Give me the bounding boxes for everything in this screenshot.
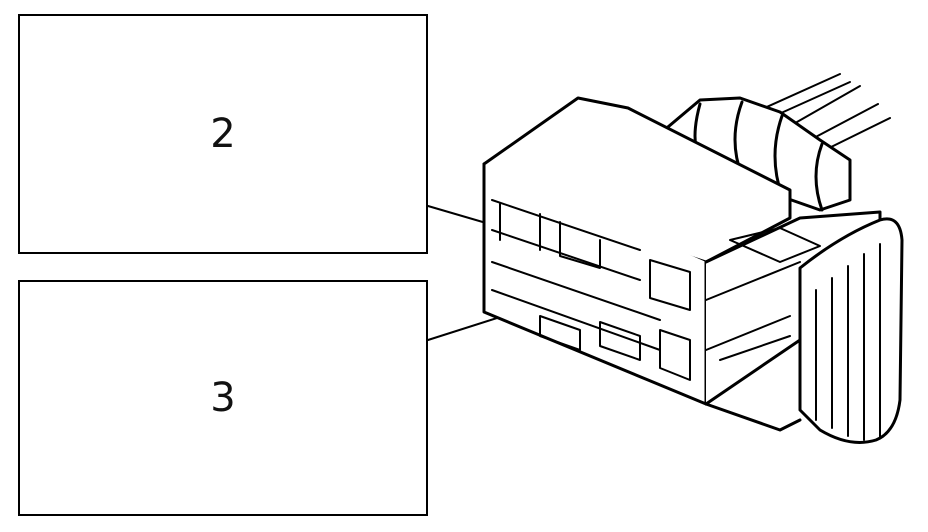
callout-label-2: 2 bbox=[210, 111, 236, 157]
callout-label-3: 3 bbox=[210, 375, 236, 421]
end-cap bbox=[798, 217, 904, 444]
wire-bundle bbox=[759, 73, 891, 151]
terminal-cavities bbox=[491, 199, 691, 381]
callout-box-2: 2 bbox=[18, 14, 428, 254]
callout-box-3: 3 bbox=[18, 280, 428, 516]
slide-lock bbox=[705, 227, 821, 361]
